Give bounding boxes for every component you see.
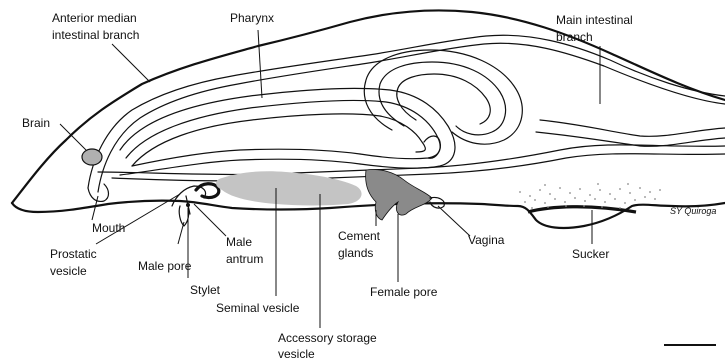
- label-stylet: Stylet: [190, 283, 221, 297]
- label-accessory-storage-vesicle: Accessory storage vesicle: [278, 331, 380, 361]
- label-anterior-median-intestinal-branch: Anterior median intestinal branch: [52, 11, 140, 42]
- sucker: [519, 183, 661, 212]
- intestine-outlines: [88, 35, 725, 201]
- label-male-antrum: Male antrum: [226, 235, 263, 266]
- male-antrum-shape: [196, 184, 219, 198]
- label-vagina: Vagina: [468, 233, 505, 247]
- label-prostatic-vesicle: Prostatic vesicle: [50, 247, 100, 278]
- accessory-storage-vesicle: [216, 171, 362, 205]
- label-cement-glands: Cement glands: [338, 229, 383, 260]
- label-sucker: Sucker: [572, 247, 609, 261]
- label-main-intestinal-branch: Main intestinal branch: [556, 13, 636, 44]
- label-mouth: Mouth: [92, 221, 125, 235]
- label-pharynx: Pharynx: [230, 11, 274, 25]
- brain: [82, 149, 102, 165]
- body-outline: [12, 10, 725, 228]
- label-male-pore: Male pore: [138, 259, 192, 273]
- label-brain: Brain: [22, 116, 50, 130]
- label-seminal-vesicle: Seminal vesicle: [216, 301, 300, 315]
- label-female-pore: Female pore: [370, 285, 438, 299]
- artist-signature: SY Quiroga: [670, 206, 716, 216]
